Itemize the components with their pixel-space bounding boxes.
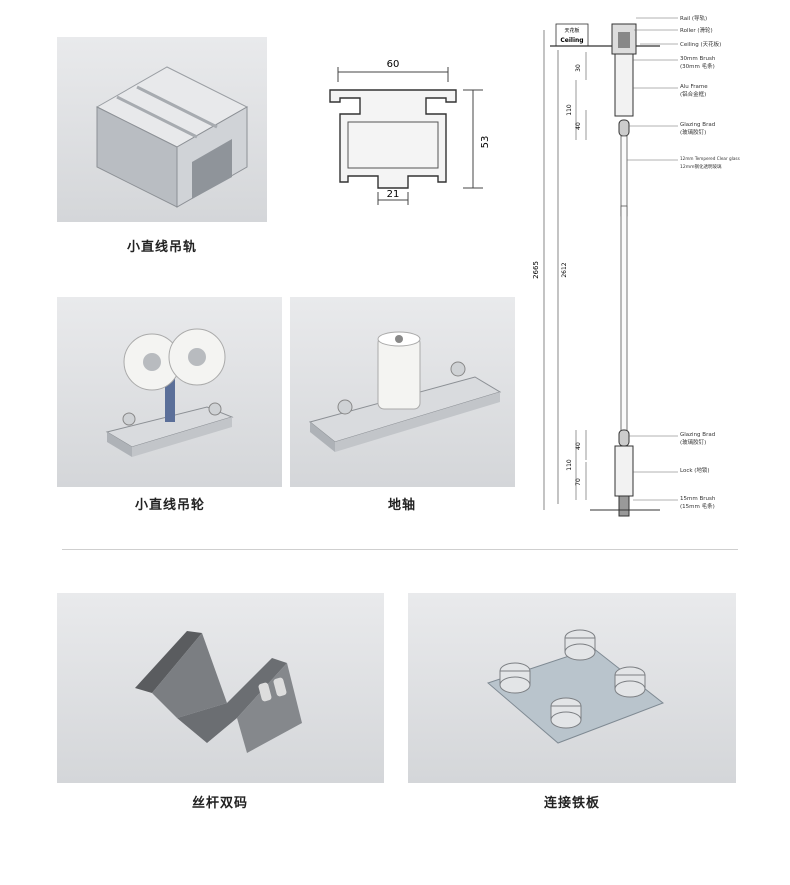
label-ceiling: Ceiling (天花板) — [680, 40, 721, 48]
dim-bottom-40: 40 — [575, 442, 582, 450]
bracket-photo — [57, 593, 384, 783]
hanging-roller-icon — [105, 328, 234, 457]
label-lock: Lock (地锁) — [680, 466, 710, 474]
dim-top-40: 40 — [575, 122, 582, 130]
dim-total: 2665 — [532, 261, 540, 279]
label-glass-cn: 12mm钢化透明玻璃 — [680, 163, 722, 170]
dim-slot: 21 — [387, 189, 400, 200]
dim-top-30: 30 — [575, 64, 582, 72]
label-glazing-bottom-cn: (玻璃胶钉) — [680, 438, 706, 446]
profile-drawing: 60 53 21 — [329, 59, 491, 205]
label-brush15-cn: (15mm 毛条) — [680, 502, 715, 510]
dim-top-110: 110 — [566, 104, 573, 116]
label-brush15: 15mm Brush — [680, 496, 716, 502]
section-drawing: 天花板 Ceiling 2665 2612 30 110 40 40 110 7… — [532, 14, 740, 517]
ceiling-box-en: Ceiling — [560, 37, 583, 44]
roller-photo — [57, 297, 282, 487]
rail-photo — [57, 37, 267, 222]
label-alu-frame: Alu Frame — [680, 84, 708, 90]
label-glass: 12mm Tempered Clear glass — [680, 156, 740, 161]
section-divider — [62, 549, 738, 550]
axis-caption: 地轴 — [387, 498, 416, 513]
plate-photo — [408, 593, 736, 783]
label-brush30-cn: (30mm 毛条) — [680, 62, 715, 70]
label-glazing-top-cn: (玻璃胶钉) — [680, 128, 706, 136]
bracket-caption: 丝杆双码 — [191, 796, 248, 811]
label-alu-frame-cn: (铝合金框) — [680, 90, 706, 98]
label-rail: Rail (导轨) — [680, 14, 707, 22]
plate-caption: 连接铁板 — [543, 796, 600, 811]
floor-axis-icon — [308, 331, 502, 452]
label-glazing-top: Glazing Brad — [680, 122, 715, 128]
label-glazing-bottom: Glazing Brad — [680, 432, 715, 438]
dim-bottom-110: 110 — [566, 459, 573, 471]
ceiling-box-cn: 天花板 — [564, 27, 579, 34]
dim-height: 53 — [480, 136, 491, 149]
connection-plate-icon — [487, 629, 665, 744]
rail-caption: 小直线吊轨 — [126, 240, 197, 255]
double-bracket-icon — [135, 631, 302, 753]
label-roller: Roller (滑轮) — [680, 26, 713, 34]
axis-photo — [290, 297, 515, 487]
aluminum-rail-icon — [95, 66, 249, 208]
roller-caption: 小直线吊轮 — [134, 498, 205, 513]
dim-glass: 2612 — [561, 262, 568, 277]
label-brush30: 30mm Brush — [680, 56, 716, 62]
dim-width: 60 — [387, 59, 400, 70]
dim-bottom-70: 70 — [575, 478, 582, 486]
